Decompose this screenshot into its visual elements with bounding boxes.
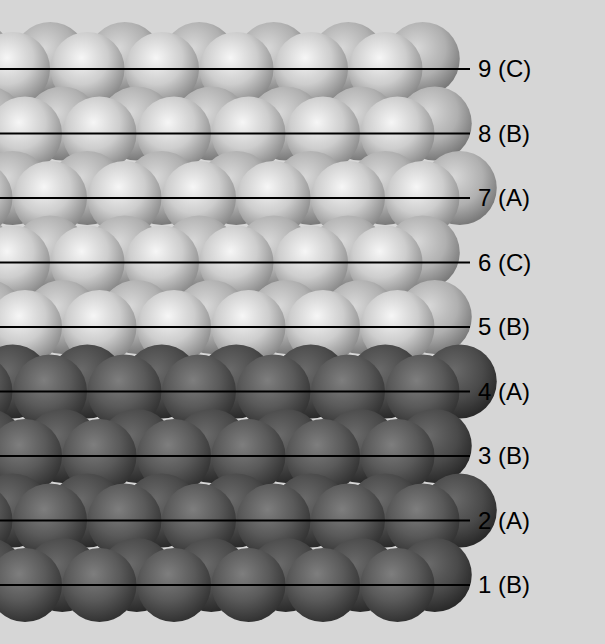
layer-label: 5 (B) [478, 315, 530, 339]
layer-label: 9 (C) [478, 57, 531, 81]
layer-line [0, 262, 470, 264]
layer-line [0, 520, 470, 522]
layer-label: 7 (A) [478, 186, 530, 210]
layer-label: 6 (C) [478, 251, 531, 275]
layer-line [0, 455, 470, 457]
layer-label: 3 (B) [478, 444, 530, 468]
layer-label: 4 (A) [478, 380, 530, 404]
layer-line [0, 584, 470, 586]
layer-label: 1 (B) [478, 573, 530, 597]
layer-label: 8 (B) [478, 122, 530, 146]
layer-line [0, 326, 470, 328]
layer-label: 2 (A) [478, 509, 530, 533]
layer-line [0, 391, 470, 393]
layer-line [0, 68, 470, 70]
layer-line [0, 133, 470, 135]
layer-line [0, 197, 470, 199]
